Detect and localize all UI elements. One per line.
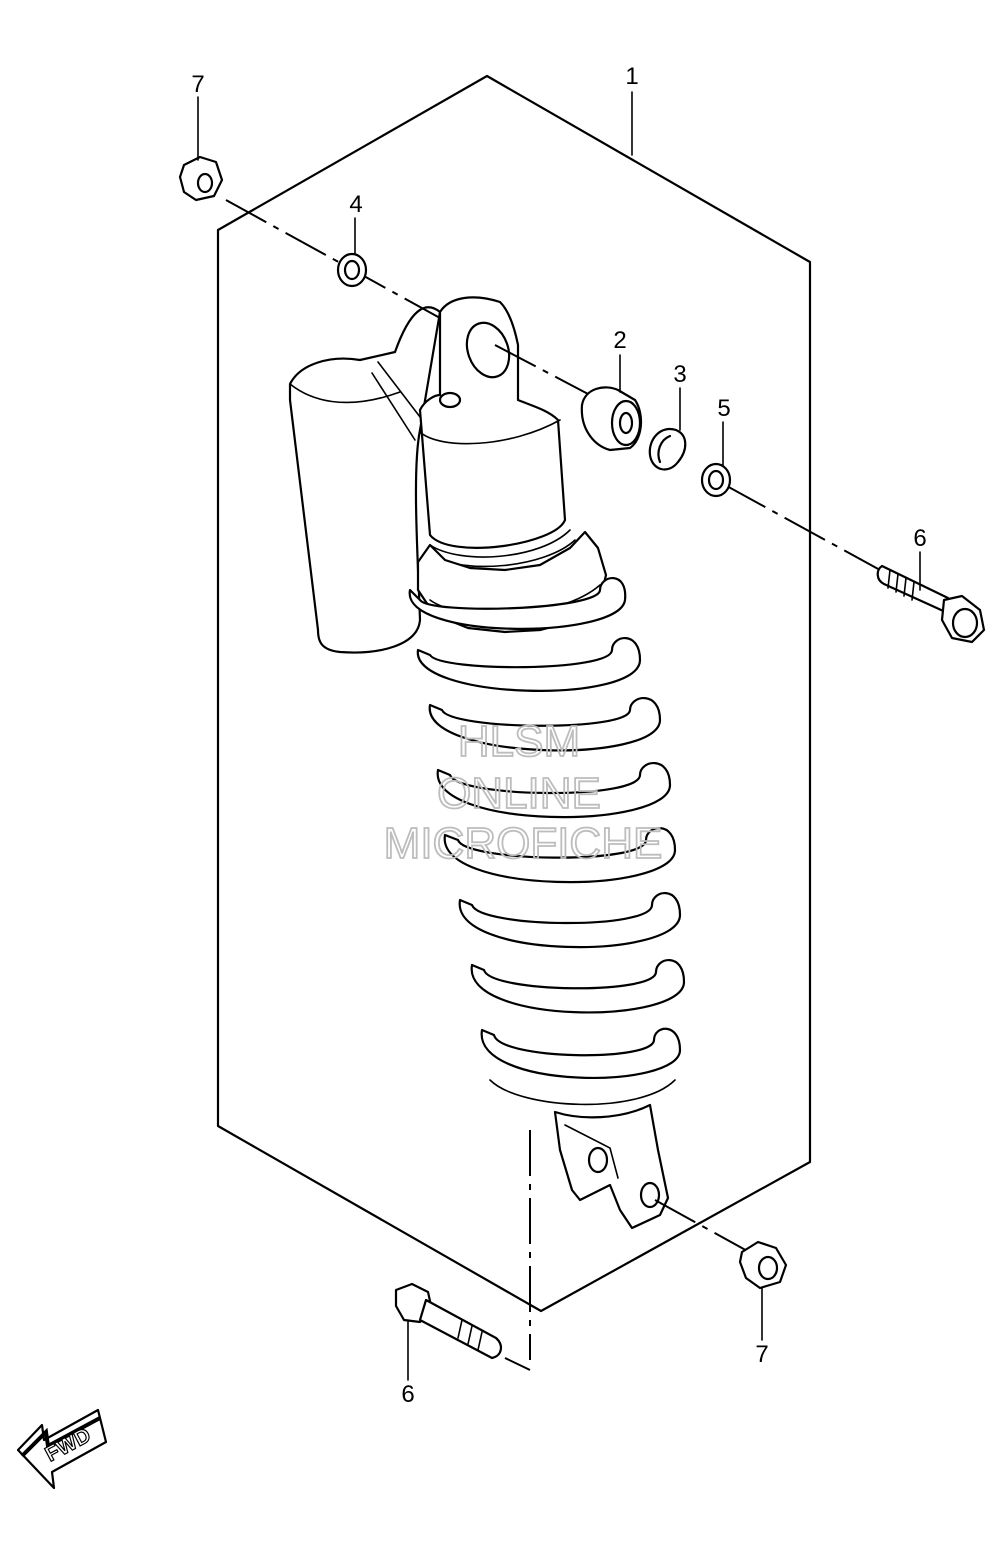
leader-lines <box>197 91 921 1381</box>
nut-bottom <box>738 1240 788 1290</box>
callout-4: 4 <box>349 191 362 218</box>
callout-3: 3 <box>673 361 686 388</box>
lower-mount-bracket <box>553 1103 670 1230</box>
callout-1: 1 <box>625 63 638 90</box>
washer-part-4 <box>336 252 368 288</box>
watermark: HLSM ONLINE MICROFICHE <box>383 716 663 869</box>
watermark-line-2: ONLINE <box>437 769 601 818</box>
nut-top <box>178 155 224 202</box>
washer-part-5 <box>700 462 732 498</box>
callout-7-top: 7 <box>191 71 204 98</box>
bolt-lower-part-6 <box>394 1282 502 1360</box>
callout-2: 2 <box>613 327 626 354</box>
watermark-line-1: HLSM <box>458 717 580 766</box>
forward-direction-arrow: FWD <box>16 1408 108 1490</box>
watermark-line-3: MICROFICHE <box>384 819 663 868</box>
centre-lines <box>225 199 881 1371</box>
coil-spring <box>408 577 686 1106</box>
bolt-upper-part-6 <box>876 564 986 644</box>
assembly-outline <box>216 74 812 1313</box>
bushing-part-2 <box>580 386 643 452</box>
shock-upper-body <box>418 296 583 591</box>
callout-7-bottom: 7 <box>755 1341 768 1368</box>
callout-6-lower: 6 <box>401 1381 414 1408</box>
callout-numbers: 1 2 3 4 5 6 6 7 7 <box>191 63 926 1408</box>
callout-6-upper: 6 <box>913 525 926 552</box>
callout-5: 5 <box>717 395 730 422</box>
circlip-part-3 <box>648 427 687 471</box>
